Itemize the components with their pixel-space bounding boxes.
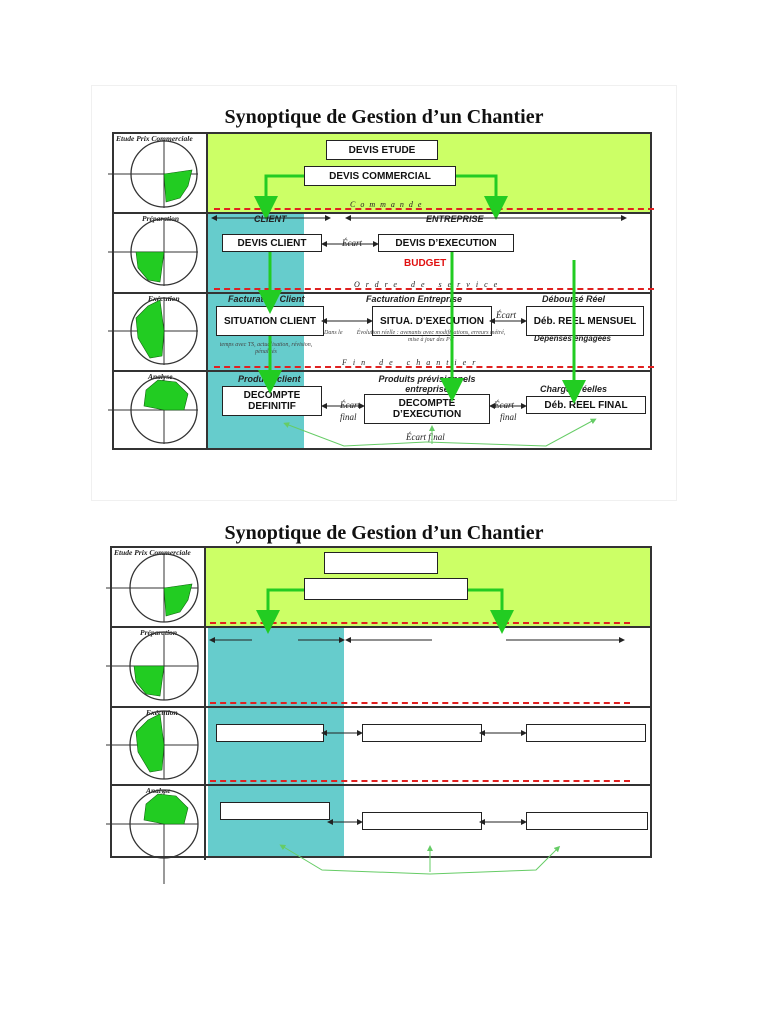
pie-execution-icon: [108, 297, 198, 365]
ordre-service-label: Ordre de service: [354, 280, 504, 289]
pie-preparation-icon: [108, 218, 198, 286]
row-label-cell: Etude Prix Commerciale: [112, 548, 206, 626]
row-label-cell: Préparation: [114, 214, 208, 292]
commande-label: Commande: [350, 200, 427, 209]
depenses-engagees-label: Dépenses engagées: [534, 334, 611, 343]
produits-previsionnels-label: Produits prévisionnels entreprise: [378, 374, 476, 394]
pie-analyse-icon: [108, 376, 198, 444]
devis-commercial-box: DEVIS COMMERCIAL: [304, 166, 456, 186]
row-label: Analyse: [148, 372, 173, 381]
empty-box: [220, 802, 330, 820]
row-label: Exécution: [146, 708, 178, 717]
pie-preparation-icon: [106, 631, 199, 701]
commande-line: [210, 622, 630, 624]
flow-arrows: [209, 588, 625, 875]
page-title: Synoptique de Gestion d’un Chantier: [224, 106, 544, 128]
synoptique-panel-blank: Synoptique de Gestion d’un Chantier Etud…: [92, 512, 676, 932]
devis-client-box: DEVIS CLIENT: [222, 234, 322, 252]
ordre-service-line: [214, 288, 654, 290]
budget-label: BUDGET: [404, 258, 447, 269]
ecart-final-word: final: [340, 412, 357, 422]
row-etude: Etude Prix Commerciale: [114, 134, 650, 212]
deb-reel-mensuel-box: Déb. REEL MENSUEL: [526, 306, 644, 336]
page-title: Synoptique de Gestion d’un Chantier: [224, 522, 544, 544]
row-preparation: Préparation: [114, 212, 650, 292]
row-analyse: Analyse: [114, 370, 650, 450]
row-label-cell: Analyse: [114, 372, 208, 450]
synoptique-panel-filled: Synoptique de Gestion d’un Chantier Etud…: [92, 86, 676, 500]
dans-le-note: Dans le: [324, 330, 343, 336]
ordre-service-line: [210, 702, 630, 704]
pie-analyse-icon: [106, 789, 199, 884]
row-label: Etude Prix Commerciale: [114, 548, 191, 557]
pie-etude-icon: [108, 140, 198, 208]
row-label-cell: Etude Prix Commerciale: [114, 134, 208, 212]
flow-arrows: [211, 174, 627, 447]
devis-etude-box: DEVIS ETUDE: [326, 140, 438, 160]
decompte-execution-box: DECOMPTE D’EXECUTION: [364, 394, 490, 424]
synoptique-grid: Etude Prix Commerciale Préparation Exécu…: [108, 132, 654, 450]
situa-execution-box: SITUA. D’EXECUTION: [372, 306, 492, 336]
pie-execution-icon: [106, 710, 199, 780]
empty-box: [304, 578, 468, 600]
fin-chantier-label: Fin de chantier: [342, 358, 482, 367]
ecart-final-label: Écart final: [406, 432, 445, 442]
fin-chantier-line: [210, 780, 630, 782]
evolution-note: Évolution réelle : avenants avec modific…: [356, 330, 506, 343]
ecart-label: Écart: [496, 310, 516, 320]
commande-line: [214, 208, 654, 210]
synoptique-grid-blank: Etude Prix Commerciale Préparation Exécu…: [106, 546, 652, 884]
deb-reel-final-box: Déb. REEL FINAL: [526, 396, 646, 414]
pie-etude-icon: [106, 553, 199, 623]
facturation-entreprise-label: Facturation Entreprise: [366, 294, 463, 304]
phase-pies: [106, 553, 199, 884]
row-label-cell: Exécution: [112, 708, 206, 784]
ecart-final-word: final: [500, 412, 517, 422]
empty-box: [324, 552, 438, 574]
facturation-client-note: temps avec TS, actualisation, révision, …: [219, 342, 313, 355]
row-label: Préparation: [142, 214, 180, 223]
phase-pies: [108, 140, 198, 444]
row-etude: Etude Prix Commerciale: [112, 548, 650, 626]
row-execution: Exécution: [112, 706, 650, 784]
fin-chantier-line: [214, 366, 654, 368]
row-label: Etude Prix Commerciale: [116, 134, 193, 143]
